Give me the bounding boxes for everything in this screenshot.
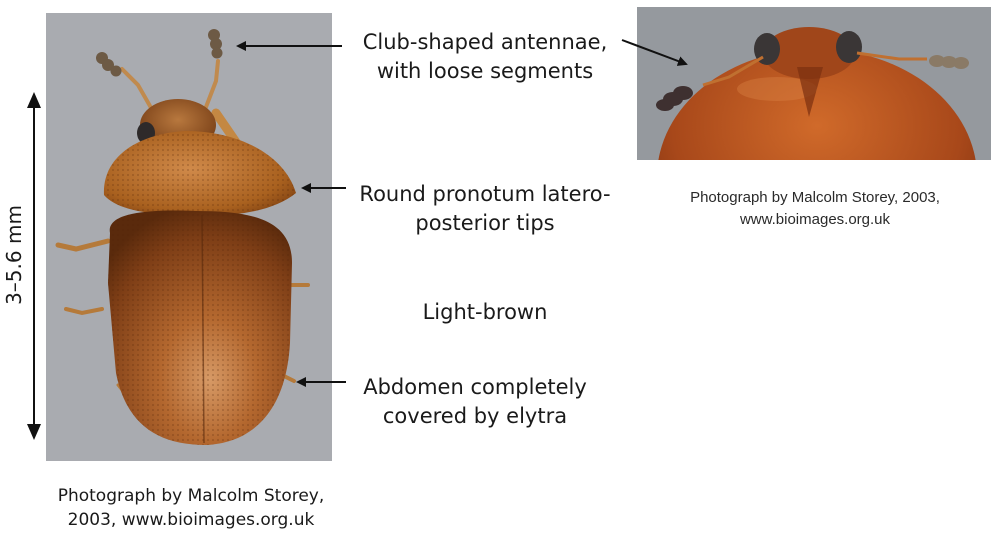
head-photo-credit-line2: www.bioimages.org.uk xyxy=(640,209,990,231)
head-antennae-arrow xyxy=(622,40,686,64)
main-photo-credit-line1: Photograph by Malcolm Storey, xyxy=(20,484,362,508)
main-photo-credit: Photograph by Malcolm Storey, 2003, www.… xyxy=(20,484,362,532)
pronotum-label: Round pronotum latero- posterior tips xyxy=(340,180,630,238)
head-photo-credit: Photograph by Malcolm Storey, 2003, www.… xyxy=(640,187,990,231)
pronotum-label-line2: posterior tips xyxy=(340,209,630,238)
antennae-label-line2: with loose segments xyxy=(340,57,630,86)
antennae-label: Club-shaped antennae, with loose segment… xyxy=(340,28,630,86)
scale-bar-bottom-arrowhead xyxy=(27,424,41,440)
abdomen-label-line1: Abdomen completely xyxy=(330,373,620,402)
color-label-line1: Light-brown xyxy=(340,298,630,327)
pronotum-label-line1: Round pronotum latero- xyxy=(340,180,630,209)
abdomen-label-line2: covered by elytra xyxy=(330,402,620,431)
scale-label-text: 3–5.6 mm xyxy=(2,205,26,305)
head-photo-credit-line1: Photograph by Malcolm Storey, 2003, xyxy=(640,187,990,209)
abdomen-label: Abdomen completely covered by elytra xyxy=(330,373,620,431)
main-photo-credit-line2: 2003, www.bioimages.org.uk xyxy=(20,508,362,532)
scale-bar-top-arrowhead xyxy=(27,92,41,108)
color-label: Light-brown xyxy=(340,298,630,327)
antennae-label-line1: Club-shaped antennae, xyxy=(340,28,630,57)
